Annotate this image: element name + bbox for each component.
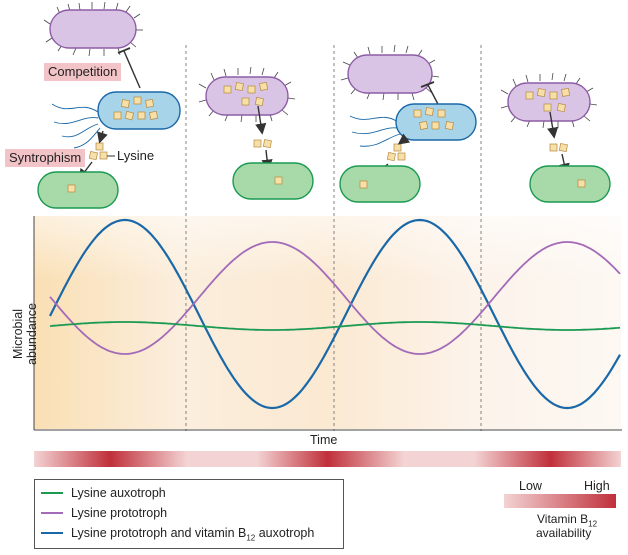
lysine-label: Lysine: [117, 148, 155, 163]
syntrophism-label: Syntrophism: [5, 149, 86, 167]
vitamin-title-text: Vitamin B: [537, 512, 589, 526]
curve-lysine-auxotroph: [49, 321, 621, 331]
auxotroph-cell: [232, 162, 314, 200]
legend: Lysine auxotroph Lysine prototroph Lysin…: [34, 479, 344, 549]
b12-auxotroph-cell: [51, 91, 181, 149]
vitamin-low-label: Low: [519, 479, 542, 493]
legend-swatch-green: [41, 491, 63, 494]
legend-label: Lysine auxotroph: [71, 486, 166, 500]
legend-swatch-blue: [41, 531, 63, 534]
vitamin-b12-bar: [34, 451, 621, 467]
panel-4: [500, 72, 611, 203]
y-axis-label: Microbial abundance: [11, 303, 39, 365]
legend-label-suffix: auxotroph: [255, 526, 315, 540]
curve-b12-auxotroph: [49, 218, 621, 410]
legend-label: Lysine prototroph: [71, 506, 168, 520]
panel-1: [37, 1, 181, 209]
auxotroph-particle: [67, 184, 76, 193]
vitamin-b12-key: [504, 494, 616, 508]
legend-item-prototroph: Lysine prototroph: [41, 506, 167, 522]
legend-swatch-purple: [41, 511, 63, 514]
x-axis-label: Time: [310, 433, 338, 447]
legend-item-auxotroph: Lysine auxotroph: [41, 486, 166, 502]
prototroph-cell: [198, 66, 296, 123]
inhibition-arrow: [123, 50, 141, 89]
legend-item-b12-auxotroph: Lysine prototroph and vitamin B12 auxotr…: [41, 526, 315, 543]
auxotroph-cell: [37, 171, 119, 209]
syntrophism-arrow: [97, 130, 108, 144]
legend-label: Lysine prototroph and vitamin B: [71, 526, 247, 540]
vitamin-title-line2: availability: [536, 526, 592, 540]
auxotroph-cell: [529, 165, 611, 203]
auxotroph-cell: [339, 165, 421, 203]
legend-subscript: 12: [246, 533, 256, 543]
panel-3: [339, 44, 477, 203]
vitamin-title-subscript: 12: [588, 519, 598, 529]
prototroph-cell: [340, 44, 440, 101]
panel-2: [198, 66, 314, 200]
vitamin-high-label: High: [584, 479, 610, 493]
competition-label: Competition: [44, 63, 122, 81]
vitamin-title: Vitamin B12: [537, 511, 597, 532]
b12-auxotroph-cell: [349, 103, 477, 147]
curve-lysine-prototroph: [49, 241, 621, 355]
phase-dividers: [185, 45, 482, 431]
prototroph-cell: [500, 72, 598, 129]
prototroph-cell: [43, 1, 143, 57]
